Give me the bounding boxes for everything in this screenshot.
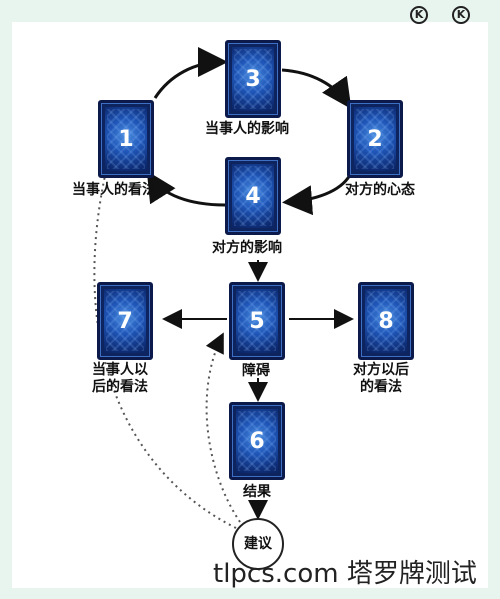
card-3-label: 当事人的影响 <box>205 121 289 137</box>
card-number: 6 <box>249 429 265 454</box>
card-number: 5 <box>249 309 265 334</box>
arrow-2-to-4 <box>282 174 352 216</box>
card-6-label: 结果 <box>243 484 271 500</box>
card-number: 8 <box>378 309 394 334</box>
card-5: 5 <box>229 282 285 360</box>
card-2-label: 对方的心态 <box>345 182 415 198</box>
arrow-1-to-3 <box>153 47 228 99</box>
card-7: 7 <box>97 282 153 360</box>
card-4-label: 对方的影响 <box>212 240 282 256</box>
advice-node: 建议 <box>232 518 284 570</box>
site-watermark: tlpcs.com 塔罗牌测试 <box>213 559 477 589</box>
card-number: 7 <box>117 309 133 334</box>
card-number: 4 <box>245 184 261 209</box>
card-8-label: 对方以后 的看法 <box>353 362 409 395</box>
collapse-icon[interactable]: K <box>410 6 428 24</box>
card-6: 6 <box>229 402 285 480</box>
card-1: 1 <box>98 100 154 178</box>
card-2: 2 <box>347 100 403 178</box>
card-8: 8 <box>358 282 414 360</box>
card-4: 4 <box>225 157 281 235</box>
card-number: 1 <box>118 127 134 152</box>
collapse-icon-2[interactable]: K <box>452 6 470 24</box>
card-3: 3 <box>225 40 281 118</box>
card-7-label: 当事人以 后的看法 <box>92 362 148 395</box>
arrow-4-to-1 <box>146 170 226 207</box>
card-number: 2 <box>367 127 383 152</box>
card-number: 3 <box>245 67 261 92</box>
arrow-3-to-2 <box>281 68 352 109</box>
card-5-label: 障碍 <box>242 363 270 379</box>
card-1-label: 当事人的看法 <box>72 182 156 198</box>
